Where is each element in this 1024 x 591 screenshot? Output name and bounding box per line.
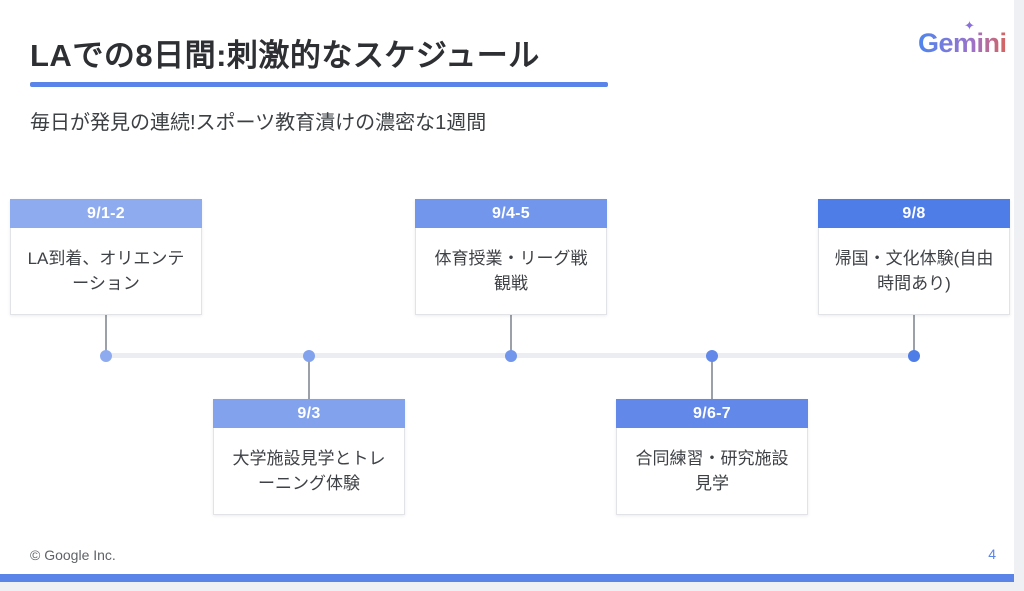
accent-bottom-bar bbox=[0, 574, 1014, 582]
timeline-dot bbox=[505, 350, 517, 362]
event-body: 大学施設見学とトレーニング体験 bbox=[213, 428, 405, 515]
page-title: LAでの8日間:刺激的なスケジュール bbox=[30, 38, 540, 73]
event-date: 9/1-2 bbox=[87, 204, 125, 222]
event-description: 大学施設見学とトレーニング体験 bbox=[232, 448, 386, 494]
event-connector bbox=[510, 315, 512, 356]
timeline-event-card: 9/8 帰国・文化体験(自由時間あり) bbox=[818, 199, 1010, 315]
event-connector bbox=[913, 315, 915, 356]
event-description: LA到着、オリエンテーション bbox=[27, 248, 185, 294]
sparkle-icon: ✦ bbox=[964, 18, 975, 33]
event-date: 9/3 bbox=[297, 404, 321, 422]
timeline-dot bbox=[100, 350, 112, 362]
event-body: 体育授業・リーグ戦観戦 bbox=[415, 228, 607, 315]
gemini-logo: Gemini ✦ bbox=[918, 18, 1007, 59]
timeline-dot bbox=[303, 350, 315, 362]
event-date-header: 9/1-2 bbox=[10, 199, 202, 228]
slide: LAでの8日間:刺激的なスケジュール 毎日が発見の連続!スポーツ教育漬けの濃密な… bbox=[0, 0, 1014, 582]
timeline-event-card: 9/3 大学施設見学とトレーニング体験 bbox=[213, 399, 405, 515]
timeline-event-card: 9/1-2 LA到着、オリエンテーション bbox=[10, 199, 202, 315]
event-description: 帰国・文化体験(自由時間あり) bbox=[834, 248, 994, 294]
timeline-event-card: 9/4-5 体育授業・リーグ戦観戦 bbox=[415, 199, 607, 315]
event-description: 体育授業・リーグ戦観戦 bbox=[434, 248, 588, 294]
timeline-dot bbox=[908, 350, 920, 362]
event-date-header: 9/4-5 bbox=[415, 199, 607, 228]
footer-copyright: © Google Inc. bbox=[30, 547, 116, 563]
event-connector bbox=[711, 356, 713, 399]
gemini-logo-text: Gemini bbox=[918, 28, 1007, 58]
event-date-header: 9/8 bbox=[818, 199, 1010, 228]
event-date: 9/6-7 bbox=[693, 404, 731, 422]
event-date-header: 9/6-7 bbox=[616, 399, 808, 428]
event-body: 帰国・文化体験(自由時間あり) bbox=[818, 228, 1010, 315]
timeline-event-card: 9/6-7 合同練習・研究施設見学 bbox=[616, 399, 808, 515]
event-body: LA到着、オリエンテーション bbox=[10, 228, 202, 315]
subtitle: 毎日が発見の連続!スポーツ教育漬けの濃密な1週間 bbox=[30, 112, 487, 134]
event-connector bbox=[105, 315, 107, 356]
event-date: 9/8 bbox=[902, 204, 926, 222]
page-number: 4 bbox=[988, 546, 996, 562]
timeline-dot bbox=[706, 350, 718, 362]
title-underline bbox=[30, 82, 608, 87]
event-date: 9/4-5 bbox=[492, 204, 530, 222]
event-date-header: 9/3 bbox=[213, 399, 405, 428]
event-description: 合同練習・研究施設見学 bbox=[635, 448, 789, 494]
event-connector bbox=[308, 356, 310, 399]
event-body: 合同練習・研究施設見学 bbox=[616, 428, 808, 515]
